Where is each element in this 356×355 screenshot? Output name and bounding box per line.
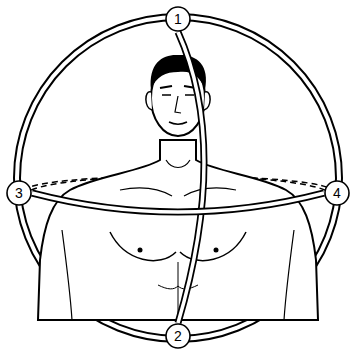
callout-number: 1 (174, 12, 182, 26)
callout-circle: 2 (165, 323, 191, 349)
callout-number: 4 (333, 186, 341, 200)
callout-circle: 3 (6, 180, 32, 206)
callout-circle: 4 (324, 180, 350, 206)
callout-number: 2 (174, 329, 182, 343)
band-connector (178, 32, 204, 323)
callout-number: 3 (15, 186, 23, 200)
callout-circle: 1 (165, 6, 191, 32)
band-connector (32, 193, 324, 212)
